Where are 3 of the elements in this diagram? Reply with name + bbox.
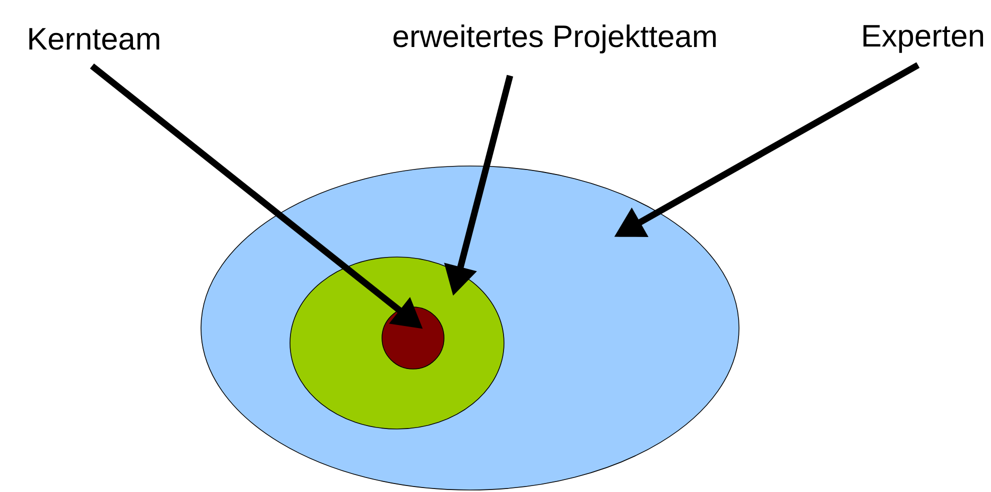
label-text: Kernteam <box>29 28 160 50</box>
label-text: Experten <box>864 25 984 53</box>
label-text: erweitertes Projektteam <box>394 24 716 54</box>
